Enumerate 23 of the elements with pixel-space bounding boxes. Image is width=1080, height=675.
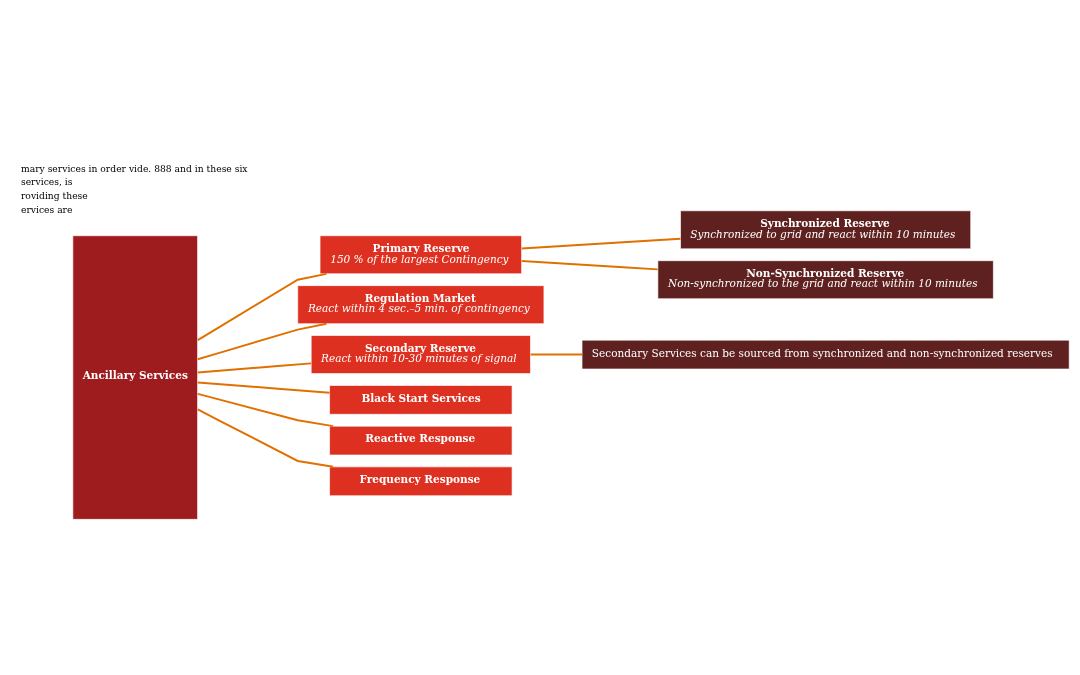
connector	[196, 322, 328, 361]
connector	[196, 272, 328, 342]
label: roviding these	[20, 190, 88, 202]
label: ervices are	[20, 203, 73, 215]
node-box: Black Start Services	[329, 385, 513, 415]
label: services, is	[20, 176, 73, 188]
connector	[196, 408, 335, 468]
connector	[520, 260, 659, 271]
node-box: Synchronized Reserve Synchronized to grid and react within 10 minutes	[680, 210, 972, 250]
node-box: Primary Reserve 150 % of the largest Contingency	[319, 235, 522, 275]
connector	[529, 353, 583, 356]
node-box: Secondary Services can be sourced from synchronized and non-synchronized reserves	[581, 339, 1070, 370]
connector	[196, 362, 313, 374]
node-box: Ancillary Services	[72, 235, 198, 520]
label: mary services in order vide. 888 and in these six	[20, 162, 248, 174]
node-box: Non-Synchronized Reserve Non-synchronized to the grid and react within 10 minutes	[657, 260, 994, 300]
node-box: Frequency Response	[329, 466, 513, 497]
node-box: Reactive Response	[329, 425, 513, 456]
node-box: Secondary Reserve React within 10-30 minutes of signal	[310, 335, 531, 374]
connector	[196, 392, 335, 428]
connector	[196, 381, 331, 394]
node-box: Regulation Market React within 4 sec.–5 min. of contingency	[297, 285, 545, 325]
connector	[520, 237, 682, 250]
